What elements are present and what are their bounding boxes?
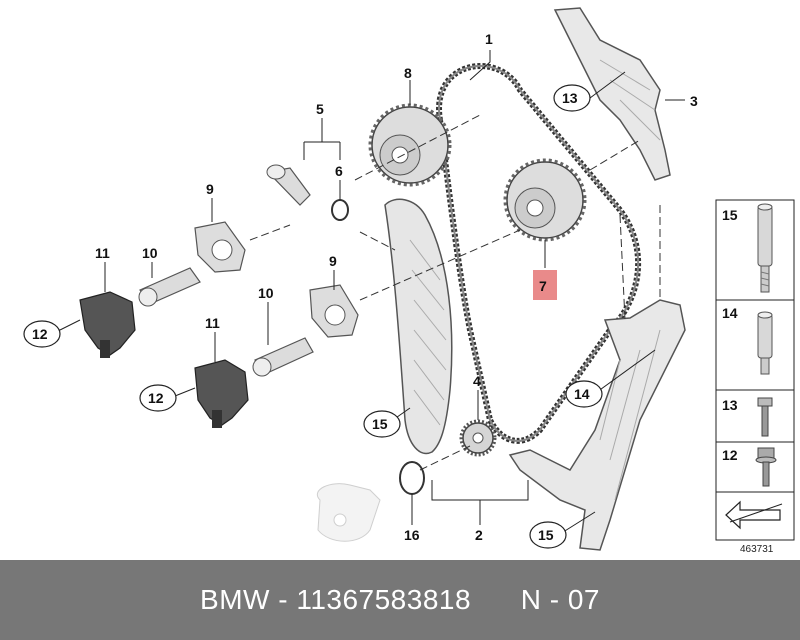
seal-ring — [399, 461, 425, 495]
camshaft-adjuster-intake — [368, 103, 452, 187]
callout-14-circle: 14 — [565, 380, 603, 408]
callout-11-lower: 11 — [205, 315, 220, 331]
callout-15-right: 15 — [538, 527, 554, 543]
legend-stud-short — [757, 311, 773, 375]
callout-9-lower: 9 — [329, 253, 337, 269]
callout-4: 4 — [473, 373, 481, 389]
bolt-part10-lower — [252, 337, 314, 377]
callout-12-upper: 12 — [32, 326, 48, 342]
callout-11-upper: 11 — [95, 245, 110, 261]
reference-arrow-icon — [725, 500, 783, 530]
callout-2: 2 — [475, 527, 483, 543]
callout-16: 16 — [404, 527, 420, 543]
callout-12-upper-circle: 12 — [23, 320, 61, 348]
tensioning-rail — [384, 198, 453, 455]
callout-14: 14 — [574, 386, 590, 402]
diagram-number: 463731 — [740, 544, 774, 555]
callout-1: 1 — [485, 31, 493, 47]
callout-8: 8 — [404, 65, 412, 81]
guide-rail-bottom — [508, 299, 686, 551]
legend-panel: 15 14 13 12 — [715, 199, 795, 541]
callout-13-circle: 13 — [553, 84, 591, 112]
legend-label-15: 15 — [722, 207, 738, 223]
callout-15-left-circle: 15 — [363, 410, 401, 438]
legend-bolt-13 — [757, 397, 773, 437]
parts-diagram: 1 2 3 4 5 6 8 9 9 10 10 11 11 16 7 13 12… — [23, 7, 795, 555]
callout-13: 13 — [562, 90, 578, 106]
legend-label-12: 12 — [722, 447, 738, 463]
crankshaft-sprocket — [459, 419, 497, 457]
bolt-part10-upper — [138, 267, 201, 307]
callout-12-lower-circle: 12 — [139, 384, 177, 412]
callout-15-left: 15 — [372, 416, 388, 432]
part-number-caption: BMW - 11367583818 N - 07 — [200, 584, 600, 615]
callout-10-upper: 10 — [142, 245, 158, 261]
footer-bar: BMW - 11367583818 N - 07 — [0, 560, 800, 640]
callout-7-highlight — [533, 270, 557, 300]
legend-bolt-12 — [755, 447, 777, 487]
legend-label-13: 13 — [722, 397, 738, 413]
callout-12-lower: 12 — [148, 390, 164, 406]
guide-rail-top — [553, 7, 671, 181]
callout-6: 6 — [335, 163, 343, 179]
crankshaft-hub — [317, 483, 381, 542]
camshaft-adjuster-exhaust — [503, 158, 587, 242]
callout-15-right-circle: 15 — [529, 521, 567, 549]
callout-9-upper: 9 — [206, 181, 214, 197]
callout-5: 5 — [316, 101, 324, 117]
solenoid-valve-lower — [194, 359, 249, 428]
legend-stud-long — [757, 203, 773, 293]
sender-wheel-upper — [194, 221, 246, 273]
washer-part6 — [331, 199, 349, 221]
callout-10-lower: 10 — [258, 285, 274, 301]
sender-wheel-lower — [309, 284, 359, 338]
bolt-part5 — [266, 164, 311, 206]
callout-3: 3 — [690, 93, 698, 109]
legend-label-14: 14 — [722, 305, 738, 321]
callout-7: 7 — [539, 278, 547, 294]
solenoid-valve-upper — [79, 291, 136, 358]
timing-chain — [436, 63, 642, 444]
